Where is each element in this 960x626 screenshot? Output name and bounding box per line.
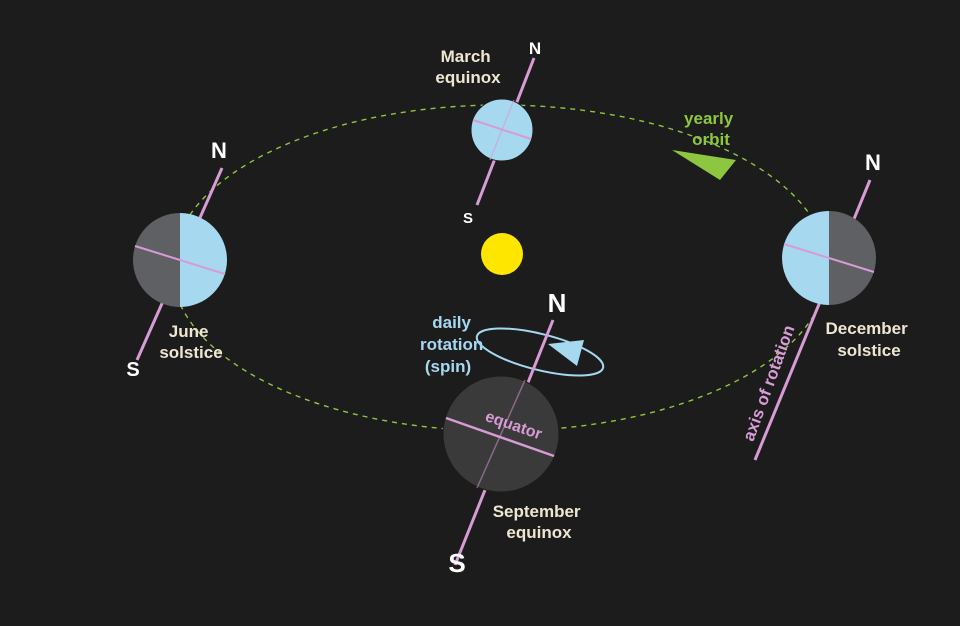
pole-south-september: S xyxy=(448,548,465,578)
lit-half xyxy=(180,213,227,307)
earth-september-equinox: equator xyxy=(442,319,605,566)
earth-march-equinox xyxy=(470,57,536,206)
dark-half xyxy=(133,213,180,307)
orbit-direction-arrow xyxy=(672,150,736,180)
rotation-path xyxy=(475,327,605,377)
september-label: September equinox xyxy=(493,502,586,542)
pole-north-december: N xyxy=(865,150,881,175)
axis-inside xyxy=(476,379,526,489)
pole-north-september: N xyxy=(548,288,567,318)
rotation-direction-arrow xyxy=(548,340,584,366)
sun xyxy=(481,233,523,275)
dark-half xyxy=(829,211,876,305)
rotation-label: daily rotation (spin) xyxy=(420,313,488,376)
december-label: December solstice xyxy=(826,319,913,360)
pole-north-march: N xyxy=(529,39,541,58)
equator-line xyxy=(445,416,555,458)
pole-south-june: S xyxy=(126,359,139,381)
pole-south-march: S xyxy=(463,210,473,227)
equator-line xyxy=(134,245,226,275)
pole-north-june: N xyxy=(211,138,227,163)
earth-december-solstice xyxy=(753,179,876,461)
equator-line xyxy=(783,243,875,273)
earth-june-solstice xyxy=(133,167,227,361)
lit-half xyxy=(782,211,829,305)
march-label: March equinox xyxy=(435,47,501,87)
axis-inside xyxy=(489,99,515,161)
june-label: June solstice xyxy=(159,322,222,362)
orbit-label: yearly orbit xyxy=(684,109,738,149)
